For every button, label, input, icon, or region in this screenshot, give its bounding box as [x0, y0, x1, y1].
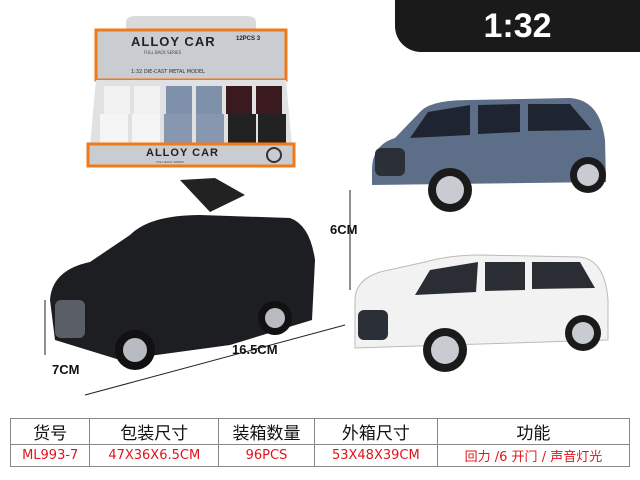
spec-table-row: ML993-7 47X36X6.5CM 96PCS 53X48X39CM 回力 … — [9, 444, 631, 467]
box-subtitle: 1:32 DIE-CAST METAL MODEL — [131, 69, 205, 75]
product-display-box: ALLOY CAR FULL BACK SERIES 12PCS 3 1:32 … — [86, 14, 296, 174]
dimension-lines — [44, 190, 351, 396]
header-carton-size: 外箱尺寸 — [313, 418, 438, 445]
box-brand-top: ALLOY CAR — [131, 34, 216, 49]
value-carton-qty: 96PCS — [218, 444, 315, 467]
spec-table: 货号 包装尺寸 装箱数量 外箱尺寸 功能 ML993-7 47X36X6.5CM… — [9, 418, 631, 467]
black-suv-image — [50, 178, 315, 370]
box-series-front: FULL BACK SERIES — [156, 160, 184, 164]
value-carton-size: 53X48X39CM — [313, 444, 438, 467]
box-illustration — [86, 16, 296, 168]
box-count-suffix: 3 — [256, 36, 261, 42]
scale-badge: 1:32 — [395, 0, 640, 52]
width-dimension: 7CM — [52, 362, 80, 377]
header-carton-qty: 装箱数量 — [218, 418, 315, 445]
model-cars-grid — [100, 86, 286, 144]
box-series-top: FULL BACK SERIES — [144, 50, 182, 55]
product-photos — [44, 98, 609, 396]
header-function: 功能 — [436, 418, 631, 445]
blue-suv-image — [372, 98, 606, 212]
box-count-text: 12PCS — [236, 36, 256, 42]
spec-table-header: 货号 包装尺寸 装箱数量 外箱尺寸 功能 — [9, 418, 631, 445]
length-dimension: 16.5CM — [232, 342, 278, 357]
value-item-no: ML993-7 — [9, 444, 91, 467]
header-package-size: 包装尺寸 — [89, 418, 220, 445]
box-brand-front: ALLOY CAR — [146, 147, 219, 159]
value-package-size: 47X36X6.5CM — [89, 444, 220, 467]
height-dimension: 6CM — [330, 222, 358, 237]
white-suv-image — [354, 254, 609, 372]
header-item-no: 货号 — [9, 418, 91, 445]
box-count: 12PCS 3 — [236, 36, 260, 42]
value-function: 回力 /6 开门 / 声音灯光 — [436, 444, 631, 467]
